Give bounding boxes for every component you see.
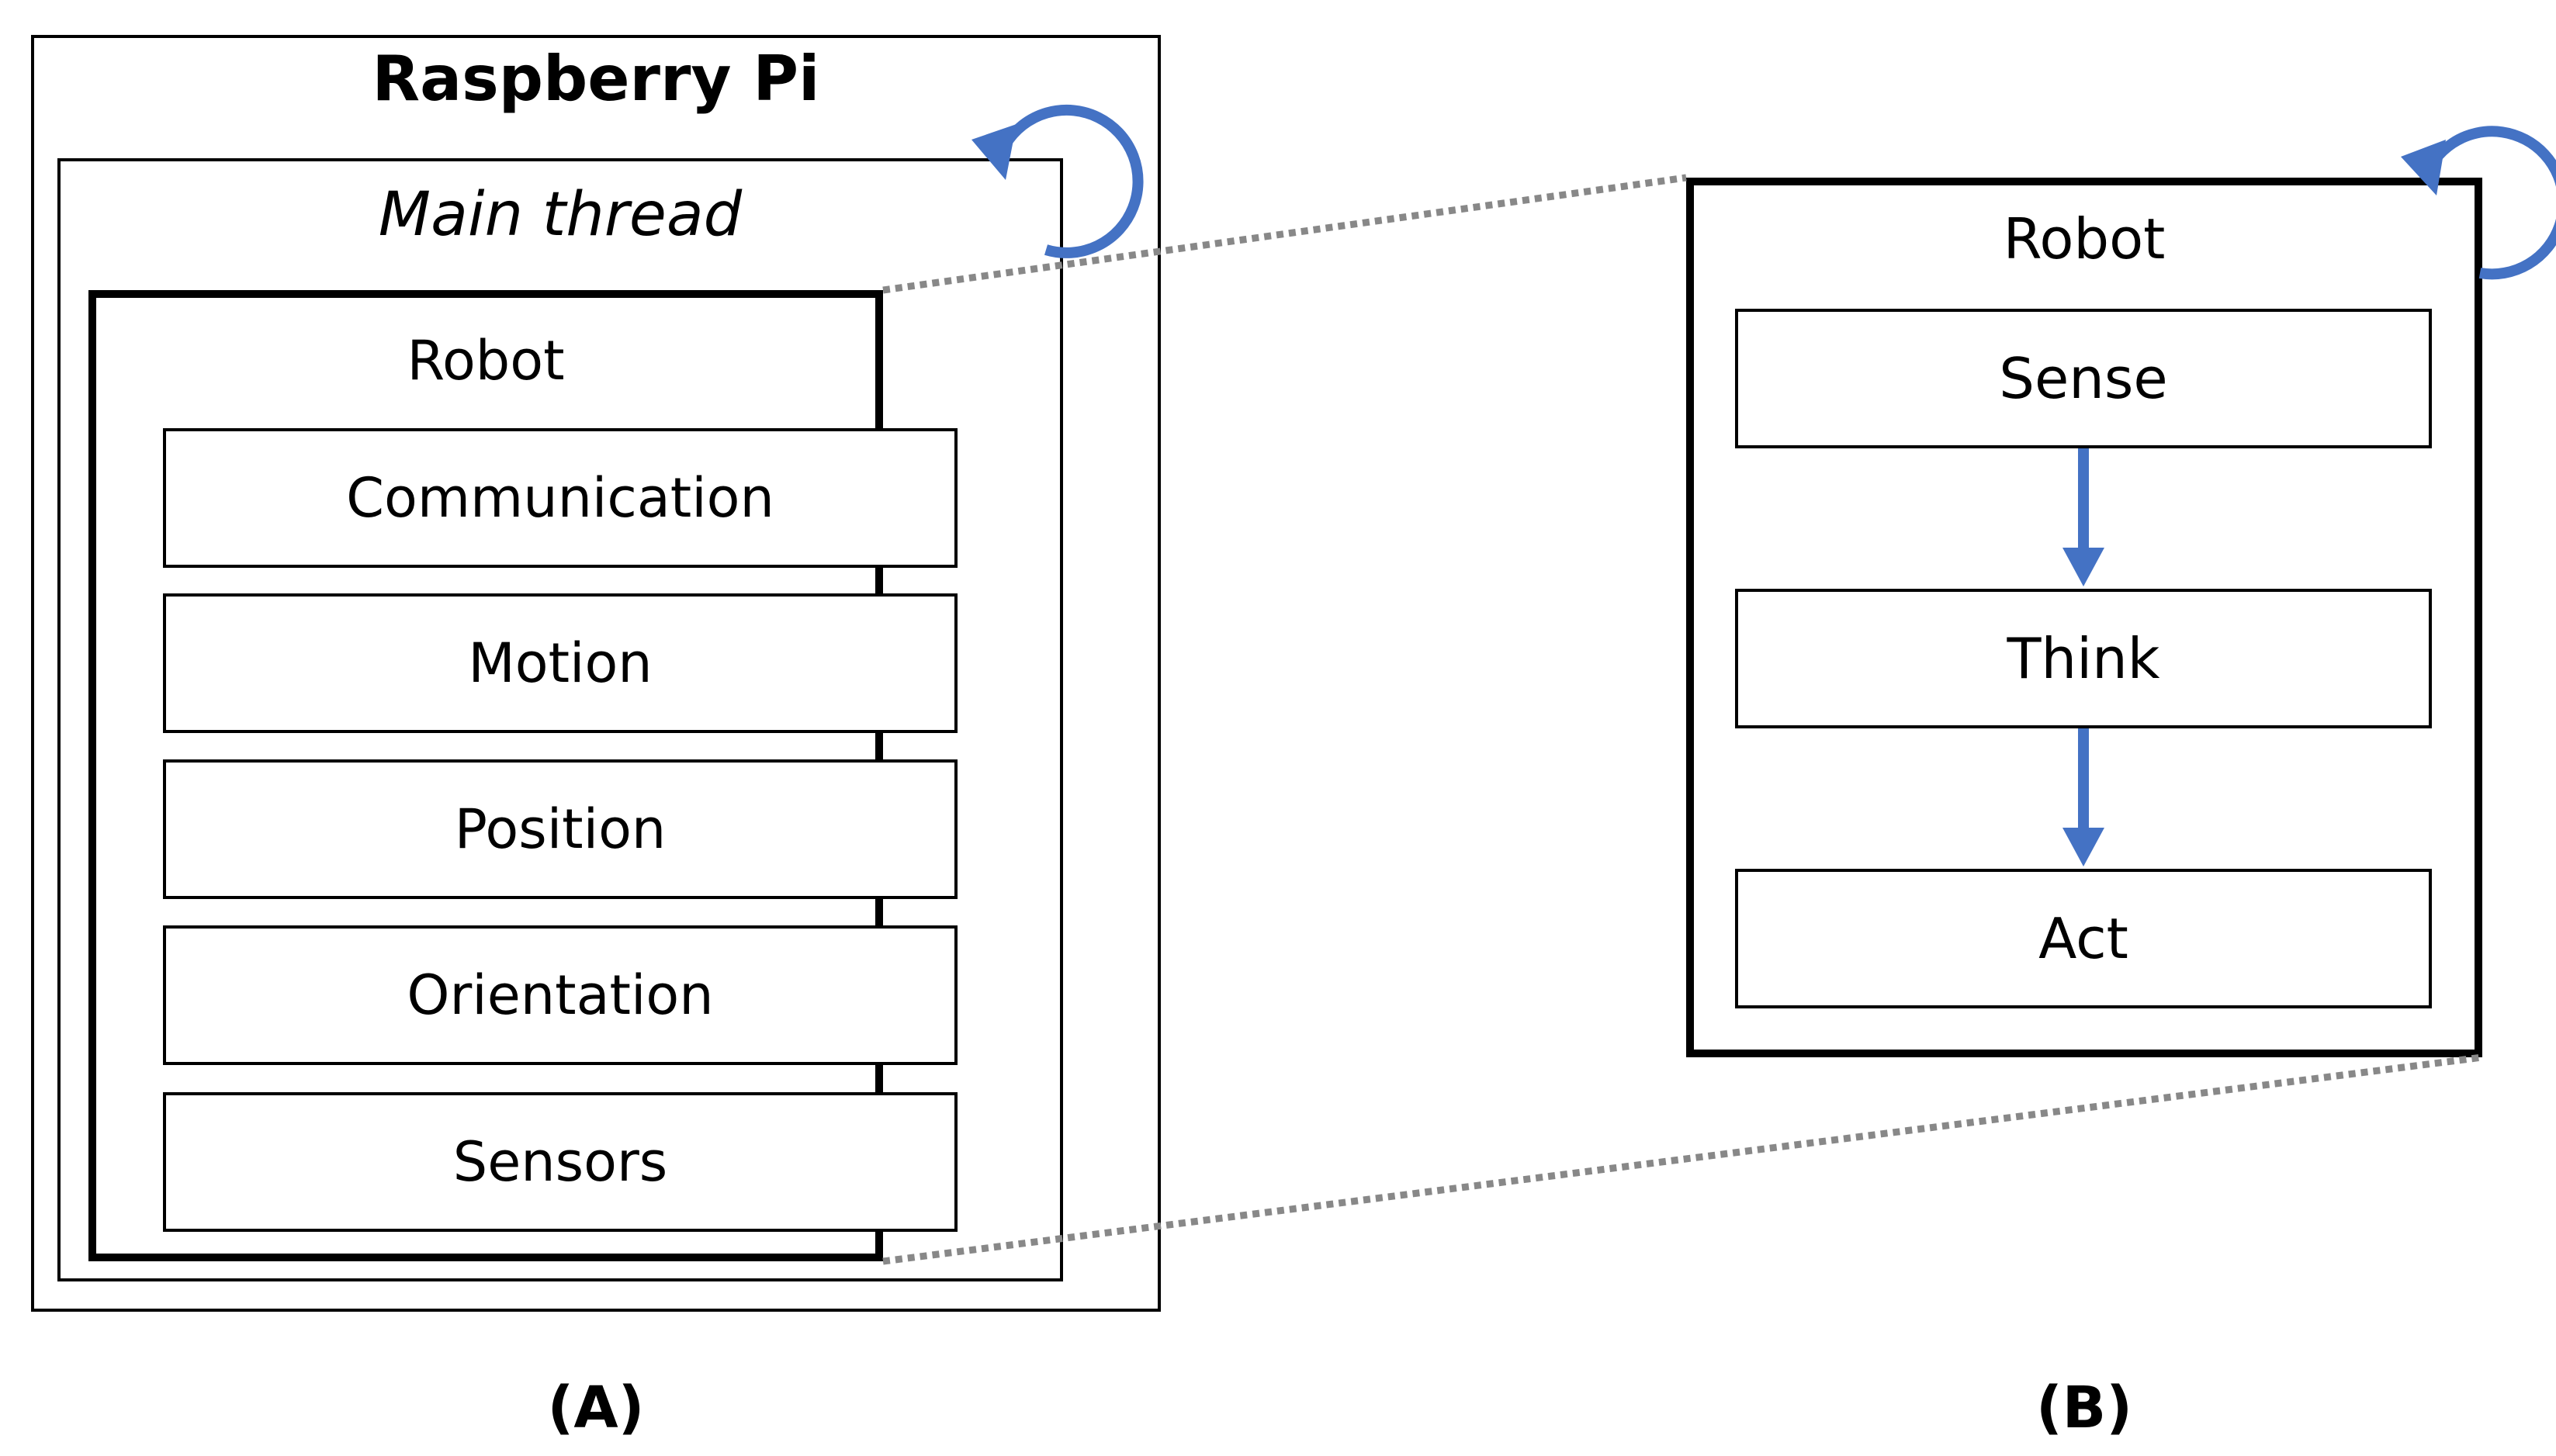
raspberry-pi-title: Raspberry Pi	[372, 43, 820, 115]
module-motion: Motion	[163, 593, 958, 733]
raspberry-pi-box	[31, 35, 1161, 1312]
module-orientation: Orientation	[163, 925, 958, 1065]
caption-a: (A)	[547, 1375, 645, 1441]
step-act: Act	[1735, 869, 2432, 1008]
step-sense: Sense	[1735, 309, 2432, 448]
module-communication: Communication	[163, 428, 958, 568]
step-think: Think	[1735, 589, 2432, 728]
robot-box-b	[1686, 178, 2482, 1057]
robot-title-a: Robot	[407, 329, 565, 393]
main-thread-title: Main thread	[378, 180, 743, 250]
module-position: Position	[163, 759, 958, 899]
robot-title-b: Robot	[2003, 206, 2166, 271]
main-thread-box	[57, 158, 1063, 1281]
module-sensors: Sensors	[163, 1092, 958, 1232]
caption-b: (B)	[2035, 1375, 2133, 1441]
